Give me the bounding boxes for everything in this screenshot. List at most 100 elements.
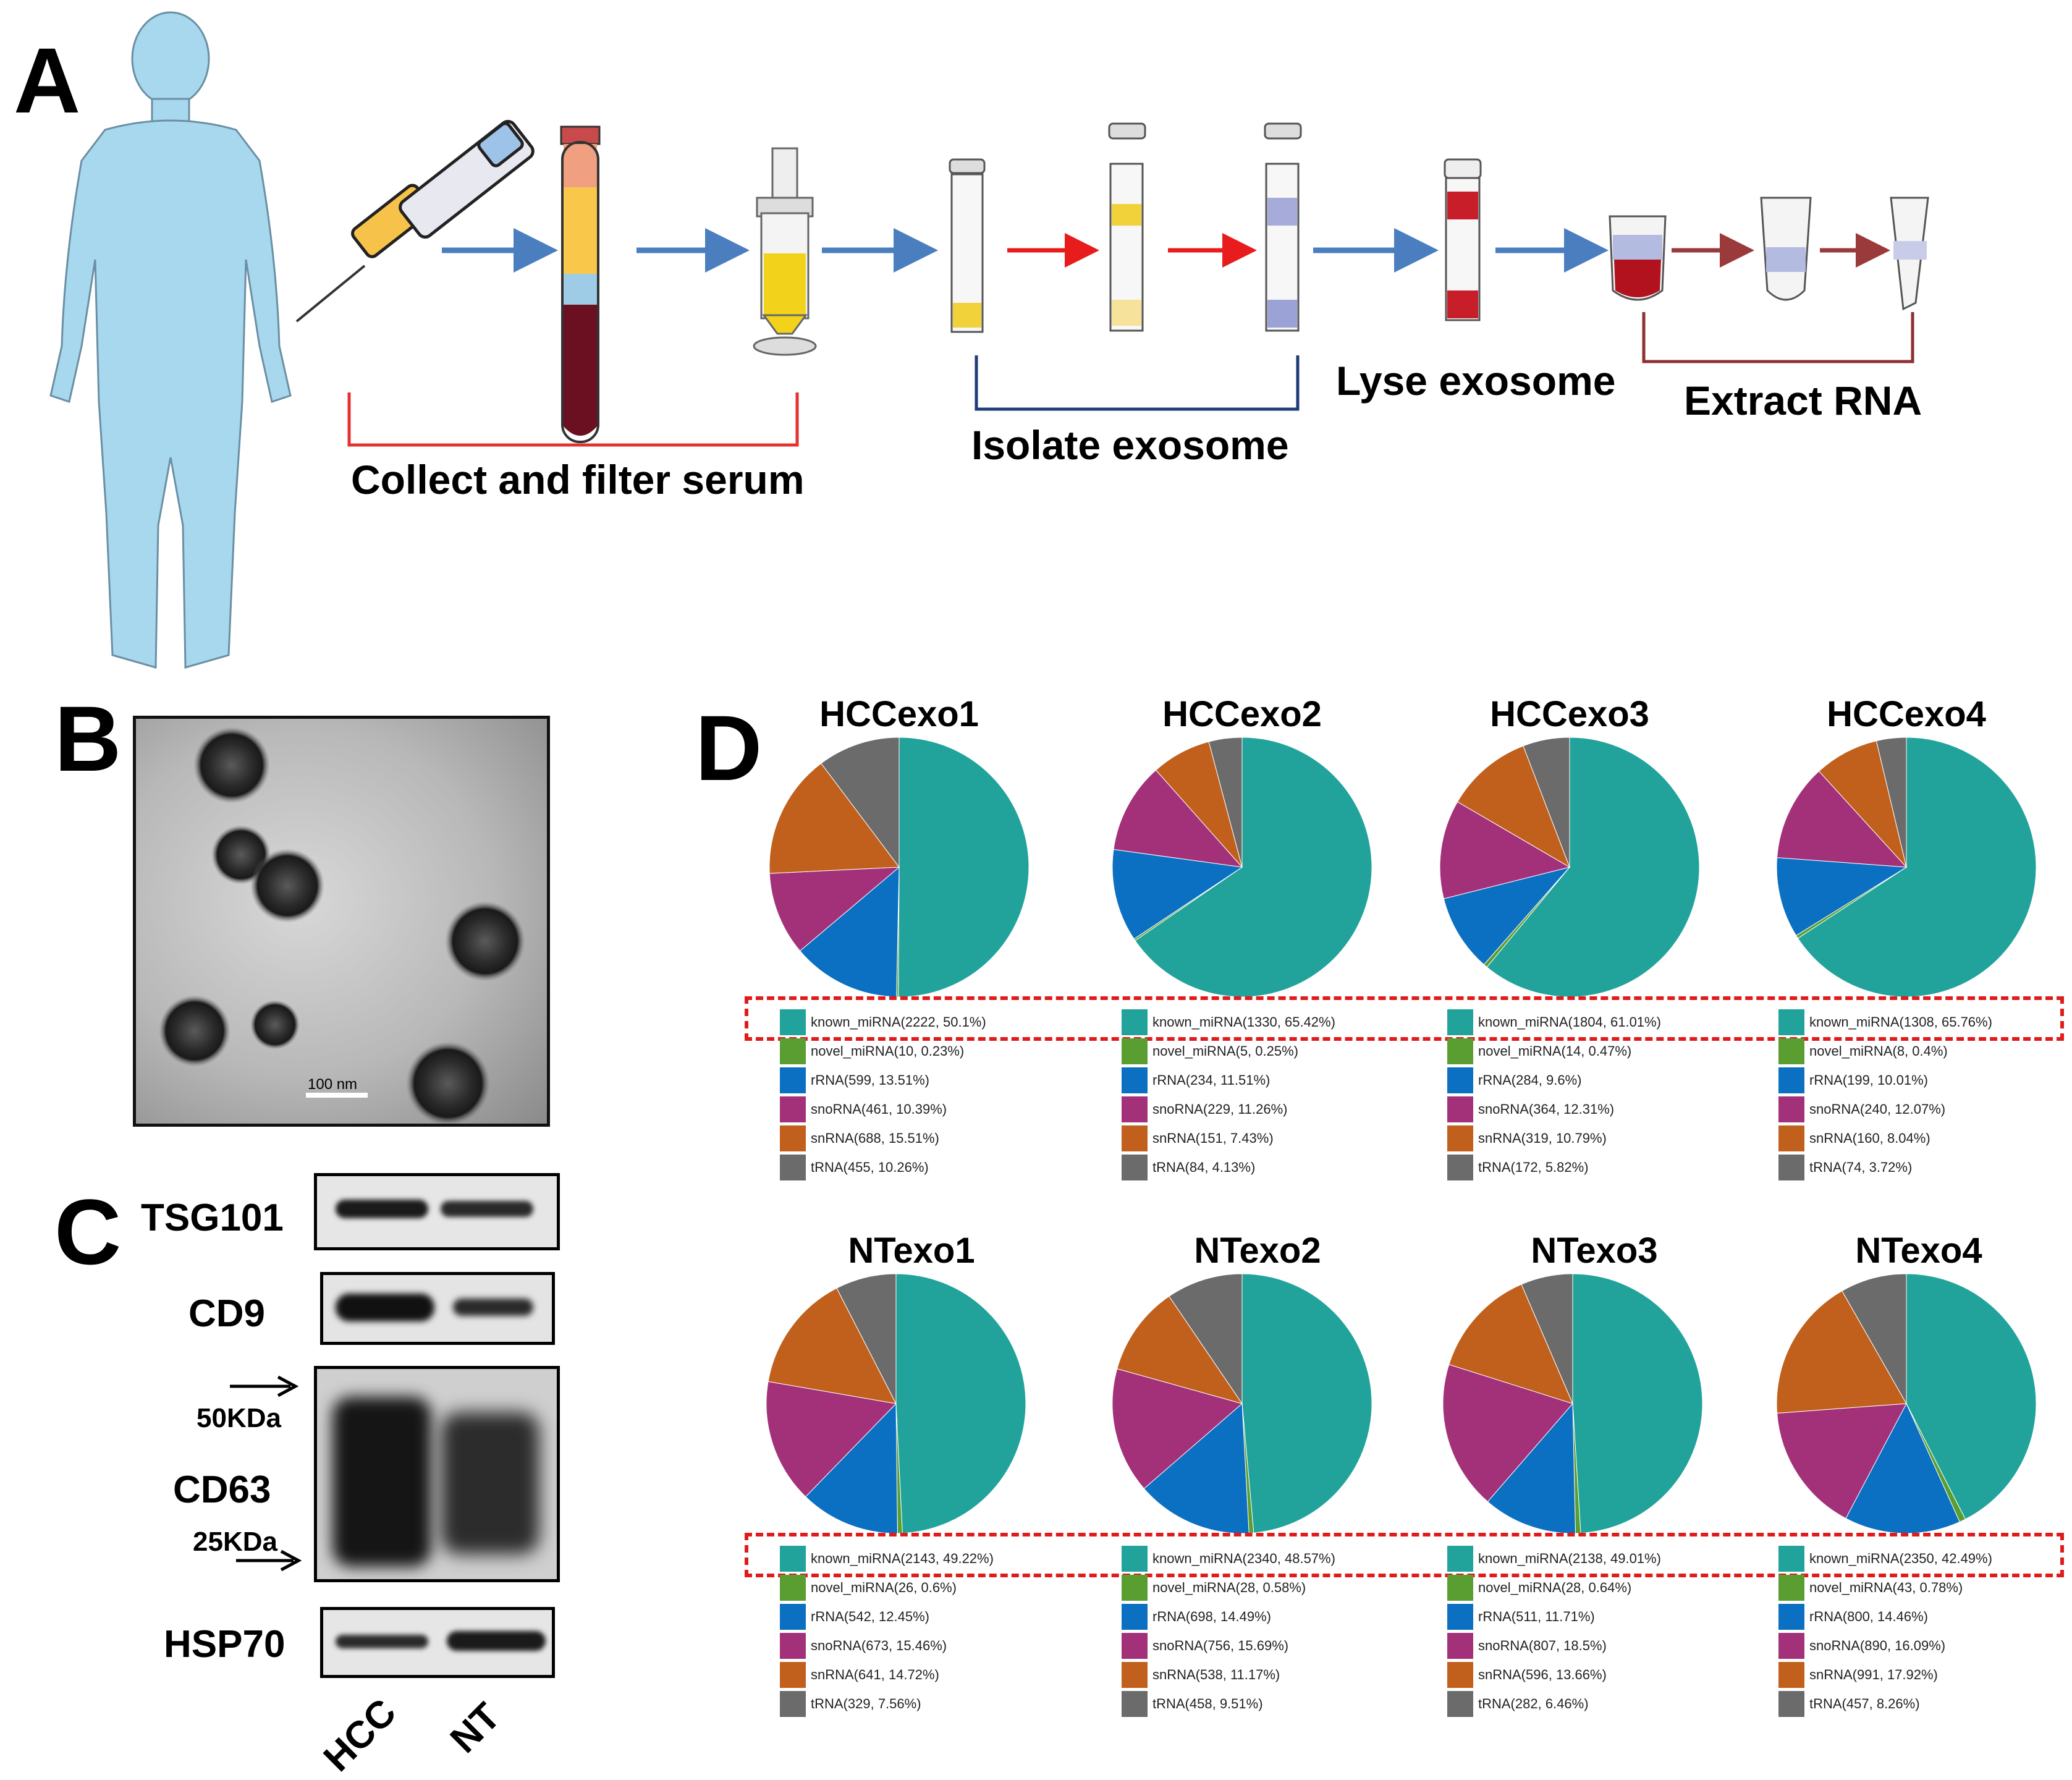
workflow-illustration	[49, 11, 1929, 669]
legend-label: known_miRNA(1308, 65.76%)	[1809, 1014, 1992, 1030]
centrifuge-tube-icon	[1264, 122, 1302, 332]
legend-label: tRNA(329, 7.56%)	[811, 1695, 921, 1711]
legend-item: snoRNA(756, 15.69%)	[1122, 1631, 1443, 1660]
legend-swatch	[1122, 1632, 1148, 1659]
legend-swatch	[1447, 1661, 1473, 1688]
pie-slice-rrna-hccexo3	[1443, 867, 1571, 965]
pie-slice-snorna-ntexo4	[1777, 1403, 1907, 1519]
pie-slice-snrna-hccexo3	[1457, 745, 1570, 868]
blot-band-cd63	[314, 1366, 560, 1582]
legend-item: snoRNA(364, 12.31%)	[1447, 1095, 1769, 1124]
pie-slice-known-mirna-hccexo1	[898, 737, 1029, 998]
pie-slice-trna-ntexo3	[1521, 1273, 1573, 1404]
legend-item: known_miRNA(2350, 42.49%)	[1778, 1544, 2072, 1573]
legend-swatch	[1447, 1067, 1473, 1093]
pie-slice-trna-ntexo4	[1842, 1273, 1907, 1405]
step-bracket	[1642, 312, 1914, 363]
legend-item: snoRNA(807, 18.5%)	[1447, 1631, 1769, 1660]
legend-item: snRNA(319, 10.79%)	[1447, 1124, 1769, 1153]
legend-label: rRNA(511, 11.71%)	[1478, 1608, 1595, 1624]
legend-label: tRNA(458, 9.51%)	[1152, 1695, 1263, 1711]
legend-swatch	[1778, 1690, 1804, 1717]
legend-item: tRNA(457, 8.26%)	[1778, 1689, 2072, 1718]
pie-title-ntexo1: NTexo1	[848, 1231, 975, 1271]
pie-slice-known-mirna-ntexo3	[1572, 1273, 1703, 1534]
legend-label: known_miRNA(2340, 48.57%)	[1152, 1550, 1335, 1566]
lysis-tube-icon	[1444, 158, 1482, 321]
legend-item: snRNA(688, 15.51%)	[780, 1124, 1101, 1153]
legend-item: rRNA(234, 11.51%)	[1122, 1066, 1443, 1095]
legend-item: known_miRNA(2222, 50.1%)	[780, 1007, 1101, 1036]
pie-slice-snorna-hccexo2	[1113, 769, 1243, 868]
legend-label: known_miRNA(1804, 61.01%)	[1478, 1014, 1661, 1030]
legend-swatch	[1122, 1603, 1148, 1630]
legend-label: novel_miRNA(43, 0.78%)	[1809, 1579, 1963, 1595]
pie-slice-known-mirna-ntexo1	[895, 1273, 1026, 1534]
legend-item: tRNA(74, 3.72%)	[1778, 1153, 2072, 1182]
legend-label: tRNA(457, 8.26%)	[1809, 1695, 1920, 1711]
pie-legend-ntexo4: known_miRNA(2350, 42.49%) novel_miRNA(43,…	[1778, 1544, 2072, 1718]
legend-label: tRNA(282, 6.46%)	[1478, 1695, 1589, 1711]
legend-label: snRNA(596, 13.66%)	[1478, 1666, 1607, 1682]
legend-label: tRNA(172, 5.82%)	[1478, 1159, 1589, 1175]
legend-swatch	[780, 1603, 806, 1630]
legend-item: tRNA(458, 9.51%)	[1122, 1689, 1443, 1718]
pie-slice-trna-hccexo2	[1208, 737, 1243, 868]
legend-item: novel_miRNA(5, 0.25%)	[1122, 1036, 1443, 1066]
legend-swatch	[1447, 1009, 1473, 1035]
tem-micrograph: 100 nm	[133, 716, 550, 1127]
human-silhouette	[49, 11, 292, 669]
legend-label: novel_miRNA(26, 0.6%)	[811, 1579, 957, 1595]
legend-label: snoRNA(756, 15.69%)	[1152, 1637, 1289, 1653]
legend-swatch	[1122, 1009, 1148, 1035]
blot-label-tsg101: TSG101	[141, 1197, 284, 1239]
legend-label: snoRNA(240, 12.07%)	[1809, 1101, 1946, 1117]
legend-item: known_miRNA(1804, 61.01%)	[1447, 1007, 1769, 1036]
legend-item: novel_miRNA(8, 0.4%)	[1778, 1036, 2072, 1066]
marker-50kda: 50KDa	[197, 1403, 281, 1433]
legend-swatch	[1778, 1009, 1804, 1035]
legend-swatch	[1122, 1154, 1148, 1180]
pie-legend-ntexo1: known_miRNA(2143, 49.22%)novel_miRNA(26,…	[780, 1544, 1101, 1718]
legend-swatch	[780, 1154, 806, 1180]
pie-slice-snrna-hccexo2	[1155, 741, 1243, 868]
legend-swatch	[780, 1574, 806, 1601]
legend-swatch	[1122, 1038, 1148, 1064]
legend-label: rRNA(284, 9.6%)	[1478, 1072, 1582, 1088]
legend-item: known_miRNA(2340, 48.57%)	[1122, 1544, 1443, 1573]
scale-bar-label: 100 nm	[308, 1076, 358, 1093]
legend-swatch	[1778, 1125, 1804, 1151]
legend-label: known_miRNA(2350, 42.49%)	[1809, 1550, 1992, 1566]
legend-label: snoRNA(229, 11.26%)	[1152, 1101, 1288, 1117]
pie-title-hccexo3: HCCexo3	[1490, 694, 1649, 734]
pie-legend-hccexo3: known_miRNA(1804, 61.01%) novel_miRNA(14,…	[1447, 1007, 1769, 1182]
legend-item: snRNA(538, 11.17%)	[1122, 1660, 1443, 1689]
legend-item: snRNA(151, 7.43%)	[1122, 1124, 1443, 1153]
pie-slice-trna-ntexo1	[836, 1273, 897, 1404]
panel-label-a: A	[14, 28, 81, 132]
pie-title-hccexo1: HCCexo1	[819, 694, 979, 734]
legend-item: novel_miRNA(28, 0.58%)	[1122, 1573, 1443, 1602]
blood-tube-icon	[560, 125, 601, 443]
pie-legend-hccexo1: known_miRNA(2222, 50.1%)novel_miRNA(10, …	[780, 1007, 1101, 1182]
legend-label: snoRNA(461, 10.39%)	[811, 1101, 947, 1117]
pie-slice-snorna-ntexo1	[766, 1381, 897, 1498]
blot-label-hsp70: HSP70	[164, 1623, 285, 1666]
legend-item: rRNA(511, 11.71%)	[1447, 1602, 1769, 1631]
legend-swatch	[1778, 1038, 1804, 1064]
legend-swatch	[1447, 1603, 1473, 1630]
pie-legend-ntexo3: known_miRNA(2138, 49.01%)novel_miRNA(28,…	[1447, 1544, 1769, 1718]
pie-slice-snorna-ntexo3	[1442, 1364, 1573, 1502]
legend-swatch	[1447, 1125, 1473, 1151]
blot-band-tsg101	[314, 1173, 560, 1250]
legend-label: known_miRNA(2222, 50.1%)	[811, 1014, 986, 1030]
legend-swatch	[780, 1632, 806, 1659]
legend-item: novel_miRNA(14, 0.47%)	[1447, 1036, 1769, 1066]
legend-label: rRNA(698, 14.49%)	[1152, 1608, 1271, 1624]
legend-swatch	[1778, 1154, 1804, 1180]
spin-column-icon	[1760, 197, 1812, 301]
pie-slice-known-mirna-hccexo2	[1135, 737, 1372, 998]
pie-slice-trna-ntexo2	[1169, 1273, 1243, 1405]
legend-swatch	[1778, 1067, 1804, 1093]
